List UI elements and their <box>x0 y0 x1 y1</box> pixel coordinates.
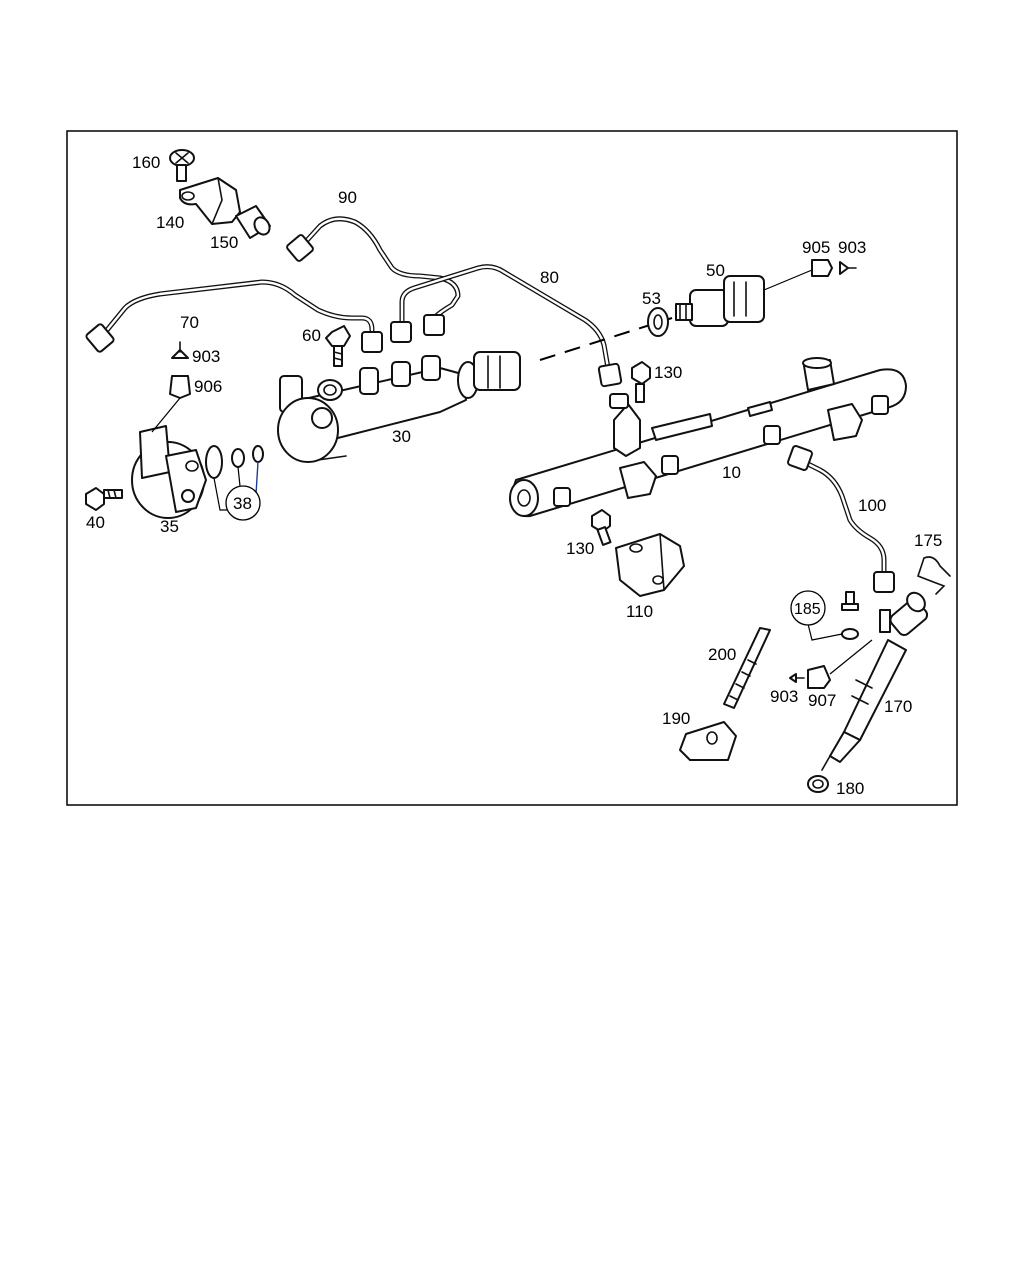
sleeve-150[interactable] <box>235 205 273 239</box>
callout-130-upper: 130 <box>654 363 682 382</box>
pressure-sensor-50[interactable] <box>675 275 765 327</box>
callout-190: 190 <box>662 709 690 728</box>
callout-903-left: 903 <box>192 347 220 366</box>
callout-circle-38 <box>225 485 261 521</box>
callout-160: 160 <box>132 153 160 172</box>
connector-905[interactable] <box>811 259 833 277</box>
fuel-rail-10[interactable] <box>509 357 907 518</box>
plug-903-lower[interactable] <box>789 673 805 683</box>
pipe-100[interactable] <box>787 445 895 593</box>
diagram-frame <box>66 130 958 806</box>
callout-180: 180 <box>836 779 864 798</box>
callout-40: 40 <box>86 513 105 532</box>
bolt-130-upper[interactable] <box>631 361 651 403</box>
stud-200[interactable] <box>723 627 771 709</box>
leader-38 <box>213 477 228 511</box>
callout-circle-185 <box>790 590 826 626</box>
callout-35: 35 <box>160 517 179 536</box>
valve-35[interactable] <box>131 425 207 519</box>
clamp-190[interactable] <box>679 721 737 761</box>
seal-rings-38[interactable] <box>205 445 264 479</box>
callout-903-lower: 903 <box>770 687 798 706</box>
callout-110: 110 <box>626 602 653 621</box>
callout-80: 80 <box>540 268 559 287</box>
callout-53: 53 <box>642 289 661 308</box>
plug-903-top[interactable] <box>171 341 189 359</box>
callout-903-right: 903 <box>838 238 866 257</box>
callout-100: 100 <box>858 496 886 515</box>
callout-907: 907 <box>808 691 836 710</box>
bracket-110[interactable] <box>615 533 685 597</box>
bolt-185[interactable] <box>841 591 859 611</box>
rail-30[interactable] <box>277 351 521 463</box>
plug-903-right[interactable] <box>839 261 857 275</box>
callout-38: 38 <box>233 494 252 513</box>
bolt-40[interactable] <box>85 487 123 511</box>
pipe-70[interactable] <box>85 279 383 353</box>
bolt-60[interactable] <box>325 325 351 367</box>
injector-170[interactable] <box>821 589 930 771</box>
callout-60: 60 <box>302 326 321 345</box>
washer-53[interactable] <box>647 307 669 337</box>
pipe-90[interactable] <box>286 216 461 336</box>
callout-30: 30 <box>392 427 411 446</box>
callout-175: 175 <box>914 531 942 550</box>
callout-150: 150 <box>210 233 238 252</box>
pipe-80[interactable] <box>390 264 623 388</box>
callout-90: 90 <box>338 188 357 207</box>
callout-906: 906 <box>194 377 222 396</box>
seal-ring-180[interactable] <box>807 775 829 793</box>
callout-905: 905 <box>802 238 830 257</box>
callout-185: 185 <box>794 601 821 618</box>
clip-175[interactable] <box>917 556 951 595</box>
callout-10: 10 <box>722 463 741 482</box>
connector-906[interactable] <box>169 375 191 399</box>
callout-170: 170 <box>884 697 912 716</box>
connector-907[interactable] <box>807 665 831 689</box>
callout-50: 50 <box>706 261 725 280</box>
callout-140: 140 <box>156 213 184 232</box>
callout-200: 200 <box>708 645 736 664</box>
screw-160[interactable] <box>169 149 195 182</box>
bracket-140[interactable] <box>179 177 241 225</box>
callout-130-lower: 130 <box>566 539 594 558</box>
bolt-130-lower[interactable] <box>591 509 612 546</box>
washer-185[interactable] <box>841 628 859 640</box>
callout-70: 70 <box>180 313 199 332</box>
